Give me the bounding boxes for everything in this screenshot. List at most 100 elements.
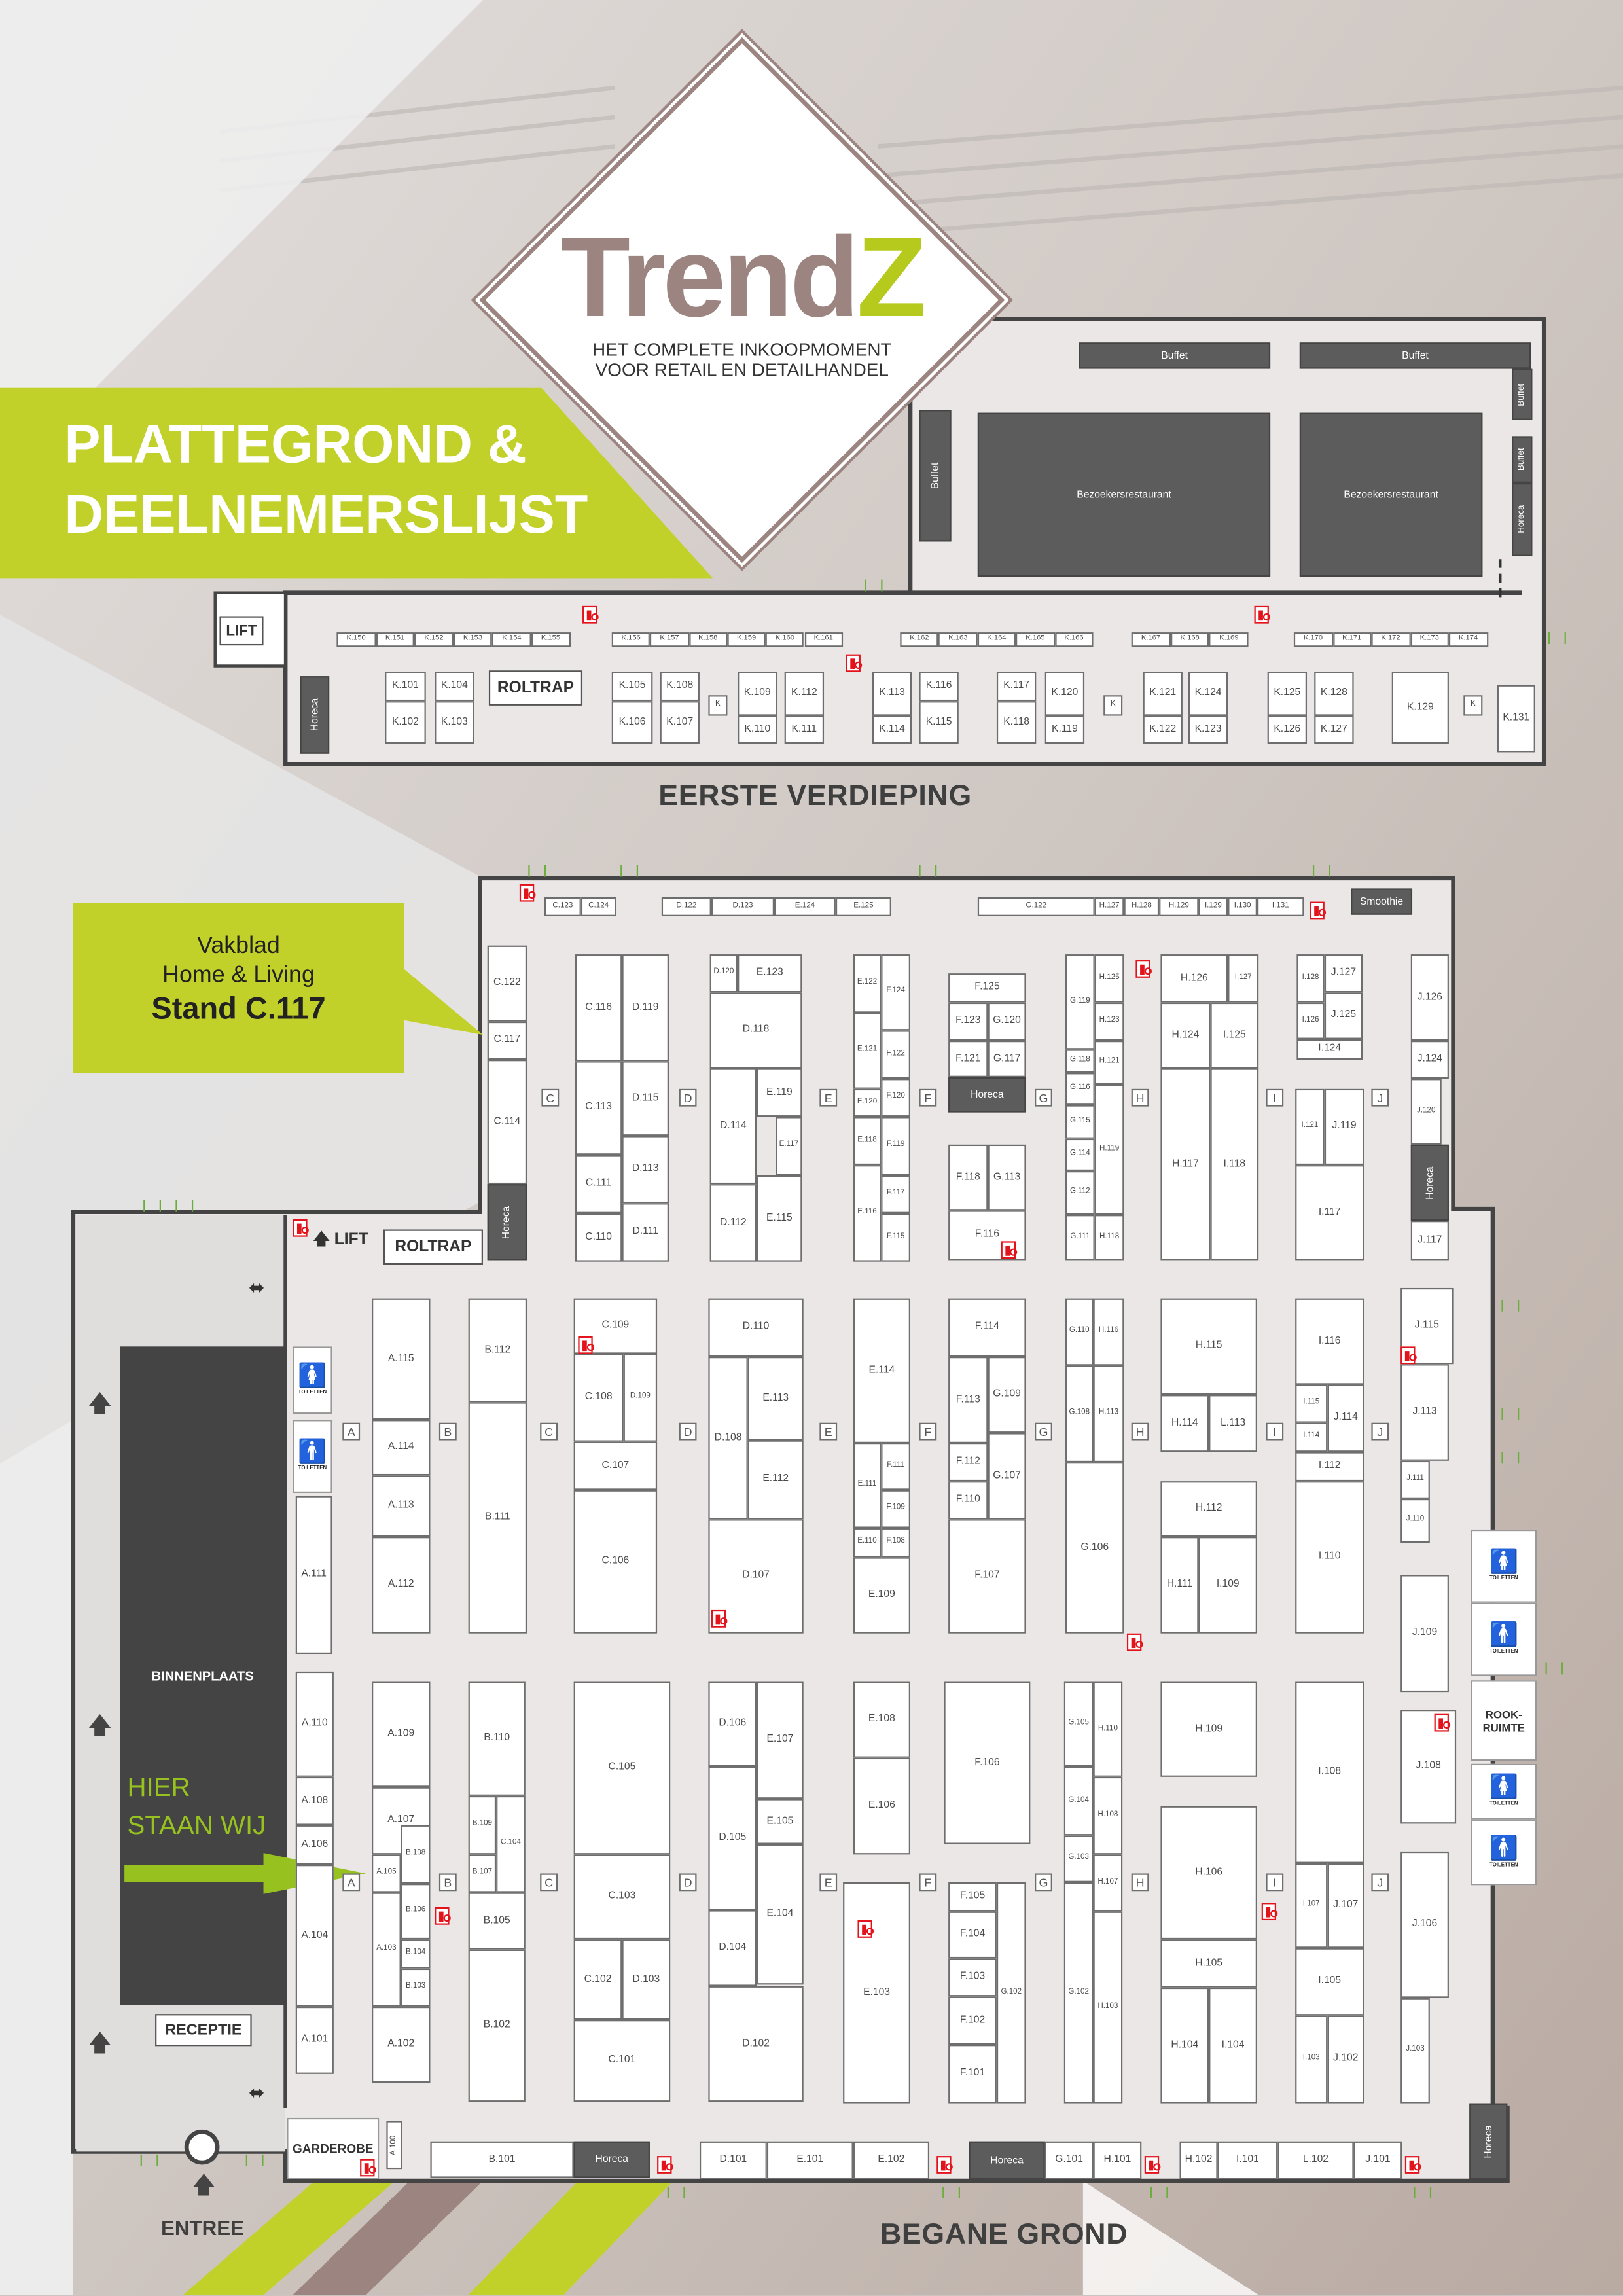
stand[interactable]: K.116 [919, 672, 959, 702]
stand[interactable]: H.112 [1160, 1481, 1257, 1537]
stand[interactable]: K.131 [1497, 685, 1535, 753]
stand[interactable]: K.162 [900, 632, 939, 647]
stand[interactable]: G.118 [1065, 1049, 1095, 1073]
stand[interactable]: I.131 [1257, 897, 1304, 916]
stand[interactable]: F.120 [881, 1079, 910, 1117]
stand[interactable]: B.109 [468, 1795, 497, 1855]
stand[interactable]: H.106 [1160, 1806, 1257, 1940]
stand[interactable]: I.112 [1295, 1452, 1364, 1482]
stand[interactable]: D.104 [708, 1910, 757, 1986]
stand[interactable]: I.116 [1295, 1298, 1364, 1385]
stand[interactable]: H.111 [1160, 1537, 1199, 1634]
stand[interactable]: J.126 [1410, 954, 1449, 1041]
stand[interactable]: J.110 [1400, 1498, 1430, 1543]
stand[interactable]: K.170 [1293, 632, 1333, 647]
stand[interactable]: I.107 [1295, 1863, 1328, 1948]
stand[interactable]: K.117 [996, 672, 1037, 702]
stand[interactable]: K.121 [1143, 672, 1183, 716]
stand[interactable]: A.110 [295, 1671, 334, 1777]
stand[interactable]: K.128 [1314, 672, 1354, 716]
stand[interactable]: D.115 [622, 1061, 669, 1136]
stand[interactable]: H.109 [1160, 1681, 1257, 1777]
stand[interactable]: C.116 [575, 954, 622, 1062]
stand[interactable]: F.101 [948, 2045, 997, 2104]
stand[interactable]: K.152 [414, 632, 454, 647]
stand[interactable]: A.115 [372, 1298, 431, 1420]
stand[interactable]: I.126 [1296, 1002, 1325, 1039]
stand[interactable]: K.167 [1131, 632, 1171, 647]
stand[interactable]: H.107 [1093, 1854, 1123, 1912]
stand[interactable]: F.112 [948, 1443, 988, 1482]
stand[interactable]: H.108 [1093, 1776, 1123, 1855]
stand[interactable]: E.102 [853, 2141, 930, 2179]
stand[interactable]: K.174 [1448, 632, 1488, 647]
stand[interactable]: H.117 [1160, 1068, 1211, 1261]
stand[interactable]: H.110 [1093, 1681, 1123, 1777]
stand[interactable]: K.110 [738, 715, 777, 744]
stand[interactable]: K.109 [738, 672, 777, 716]
stand[interactable]: J.125 [1324, 992, 1363, 1039]
stand[interactable]: I.129 [1198, 897, 1228, 916]
stand[interactable]: H.123 [1094, 1002, 1124, 1041]
stand[interactable]: K [1463, 695, 1483, 716]
stand[interactable]: G.113 [988, 1144, 1026, 1211]
stand[interactable]: K.155 [531, 632, 571, 647]
stand[interactable]: I.124 [1296, 1039, 1363, 1060]
stand[interactable]: H.129 [1159, 897, 1199, 916]
stand[interactable]: K [1103, 695, 1123, 716]
stand[interactable]: K.168 [1170, 632, 1210, 647]
stand[interactable]: D.112 [709, 1184, 757, 1262]
stand[interactable]: K.154 [492, 632, 531, 647]
stand[interactable]: J.117 [1410, 1221, 1449, 1261]
stand[interactable]: D.123 [711, 897, 775, 916]
stand[interactable]: K.163 [938, 632, 978, 647]
stand[interactable]: K.161 [804, 632, 843, 647]
stand[interactable]: G.110 [1065, 1298, 1094, 1366]
stand[interactable]: G.111 [1065, 1215, 1095, 1261]
stand[interactable]: E.110 [853, 1528, 882, 1558]
stand[interactable]: K.159 [727, 632, 766, 647]
stand[interactable]: G.102 [996, 1882, 1026, 2104]
stand[interactable]: K.153 [453, 632, 493, 647]
stand[interactable]: J.120 [1410, 1079, 1442, 1145]
stand[interactable]: A.104 [295, 1865, 334, 2007]
stand[interactable]: E.105 [757, 1799, 804, 1844]
stand[interactable]: K.125 [1267, 672, 1308, 716]
stand[interactable]: H.124 [1160, 1002, 1211, 1069]
stand[interactable]: G.104 [1063, 1767, 1094, 1836]
stand[interactable]: G.107 [988, 1433, 1026, 1520]
stand[interactable]: D.109 [623, 1354, 658, 1442]
stand[interactable]: J.101 [1353, 2141, 1402, 2179]
stand[interactable]: C.102 [573, 1939, 622, 2020]
stand[interactable]: K.103 [435, 701, 474, 744]
stand[interactable]: K.108 [660, 672, 700, 702]
stand[interactable]: D.102 [708, 1986, 804, 2102]
stand[interactable]: K.102 [385, 701, 426, 744]
stand[interactable]: D.114 [709, 1068, 757, 1185]
stand[interactable]: B.103 [401, 1968, 431, 2007]
stand[interactable]: H.113 [1093, 1365, 1124, 1463]
stand[interactable]: K.173 [1410, 632, 1449, 647]
stand[interactable]: K.169 [1209, 632, 1249, 647]
stand[interactable]: E.116 [853, 1165, 882, 1262]
stand[interactable]: B.110 [468, 1681, 526, 1796]
stand[interactable]: H.114 [1160, 1395, 1209, 1452]
stand[interactable]: E.118 [853, 1117, 882, 1166]
stand[interactable]: K.158 [688, 632, 728, 647]
stand[interactable]: E.115 [757, 1175, 802, 1262]
stand[interactable]: G.112 [1065, 1171, 1095, 1215]
stand[interactable]: A.103 [372, 1892, 401, 2007]
stand[interactable]: G.106 [1065, 1462, 1124, 1634]
stand[interactable]: A.102 [372, 2006, 431, 2083]
stand[interactable]: J.107 [1327, 1863, 1364, 1948]
stand[interactable]: K.164 [977, 632, 1016, 647]
stand[interactable]: B.101 [430, 2141, 574, 2178]
stand[interactable]: F.104 [948, 1911, 997, 1959]
stand[interactable]: K.120 [1044, 672, 1085, 716]
stand[interactable]: K.112 [784, 672, 825, 716]
stand[interactable]: F.106 [944, 1681, 1031, 1844]
stand[interactable]: E.111 [853, 1443, 882, 1528]
stand[interactable]: F.122 [881, 1030, 910, 1079]
stand[interactable]: A.108 [295, 1776, 334, 1825]
stand[interactable]: A.109 [372, 1681, 431, 1787]
